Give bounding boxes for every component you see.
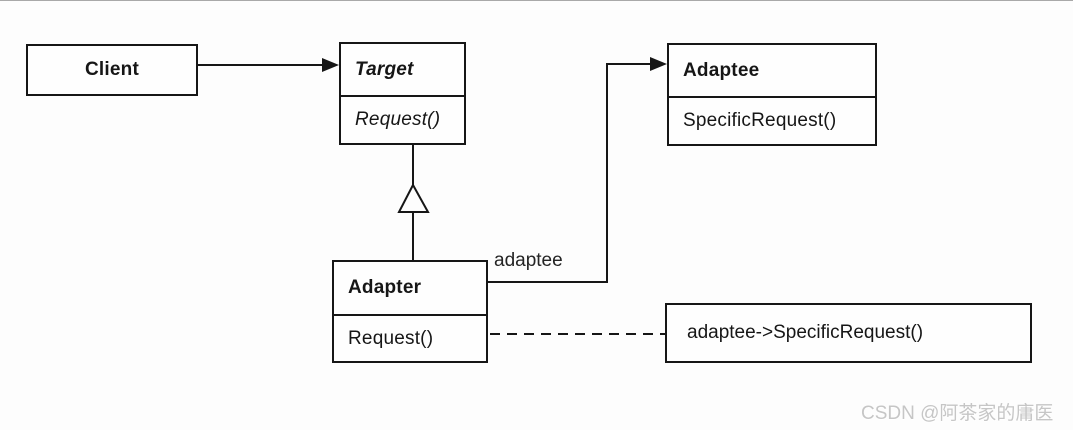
note-link bbox=[458, 327, 665, 341]
implementation-note-text: adaptee->SpecificRequest() bbox=[687, 322, 924, 343]
method-adaptee-specificrequest: SpecificRequest() bbox=[669, 96, 875, 144]
client-to-target-arrow bbox=[198, 58, 339, 72]
implementation-note: adaptee->SpecificRequest() bbox=[665, 303, 1032, 363]
generalization-arrow bbox=[397, 145, 430, 260]
class-name-client: Client bbox=[85, 59, 139, 80]
class-name-adapter: Adapter bbox=[348, 277, 422, 298]
watermark: CSDN @阿茶家的庸医 bbox=[861, 403, 1054, 424]
class-name-adaptee: Adaptee bbox=[683, 59, 760, 81]
class-box-adapter: Adapter Request() bbox=[332, 260, 488, 363]
adapter-to-adaptee-arrow bbox=[488, 57, 667, 283]
class-box-adaptee: Adaptee SpecificRequest() bbox=[667, 43, 877, 146]
top-edge-line bbox=[0, 0, 1073, 1]
method-adapter-request: Request() bbox=[334, 314, 486, 361]
class-box-target: Target Request() bbox=[339, 42, 466, 145]
class-name-target: Target bbox=[355, 58, 414, 80]
method-target-request: Request() bbox=[341, 95, 464, 143]
association-label-adaptee: adaptee bbox=[494, 250, 563, 271]
class-box-client: Client bbox=[26, 44, 198, 96]
